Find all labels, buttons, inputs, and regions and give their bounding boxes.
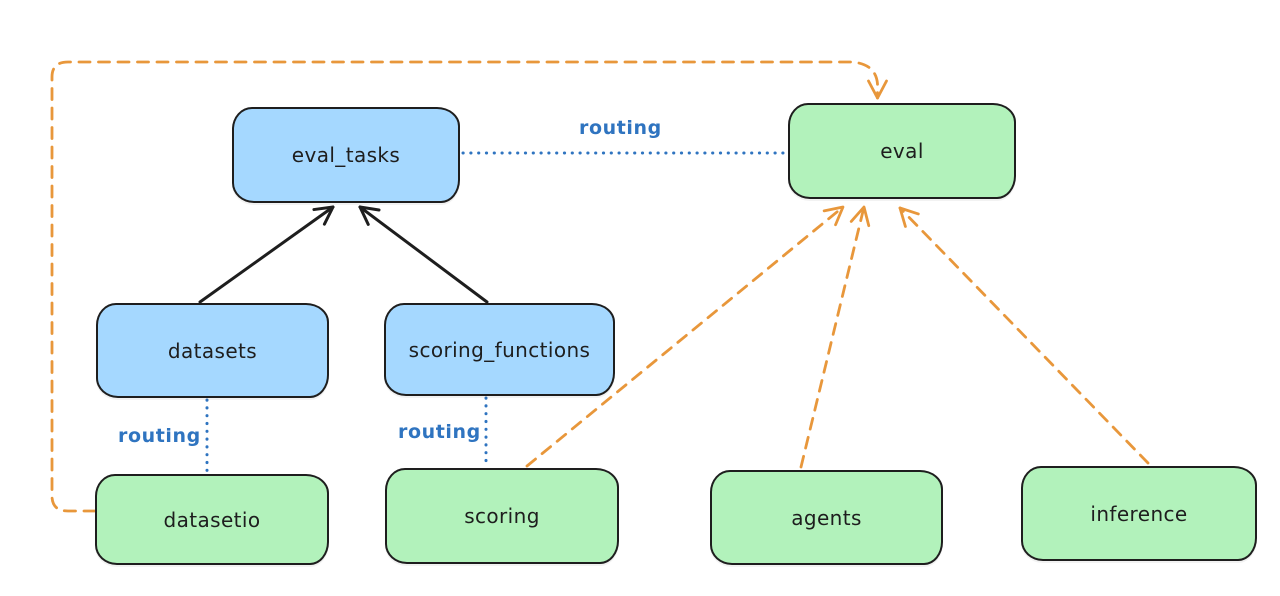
- node-scoring-functions-label: scoring_functions: [408, 337, 591, 362]
- node-eval-tasks: eval_tasks: [232, 107, 460, 203]
- edge-label-routing-top: routing: [579, 117, 662, 139]
- edge-label-routing-datasets: routing: [118, 425, 201, 447]
- node-agents: agents: [710, 470, 943, 565]
- node-datasets-label: datasets: [167, 338, 258, 363]
- edge-inference-to-eval: [898, 206, 1150, 465]
- node-scoring-label: scoring: [464, 504, 540, 528]
- edge-scoring-functions-to-eval-tasks: [358, 205, 489, 304]
- edge-datasetio-to-eval: [50, 60, 888, 513]
- edge-agents-to-eval: [799, 205, 871, 469]
- node-eval: eval: [788, 103, 1016, 199]
- edge-datasets-to-eval-tasks: [198, 205, 335, 304]
- node-eval-tasks-label: eval_tasks: [291, 143, 401, 167]
- node-scoring-functions: scoring_functions: [384, 303, 615, 396]
- edge-label-routing-scoring: routing: [398, 421, 481, 443]
- node-datasetio-label: datasetio: [163, 507, 261, 532]
- node-scoring: scoring: [385, 468, 619, 564]
- edge-scoring-to-eval: [525, 205, 845, 468]
- node-datasets: datasets: [96, 303, 329, 398]
- node-inference: inference: [1021, 466, 1257, 561]
- node-agents-label: agents: [791, 505, 862, 530]
- node-datasetio: datasetio: [95, 474, 329, 565]
- node-inference-label: inference: [1090, 501, 1188, 526]
- node-eval-label: eval: [880, 139, 924, 163]
